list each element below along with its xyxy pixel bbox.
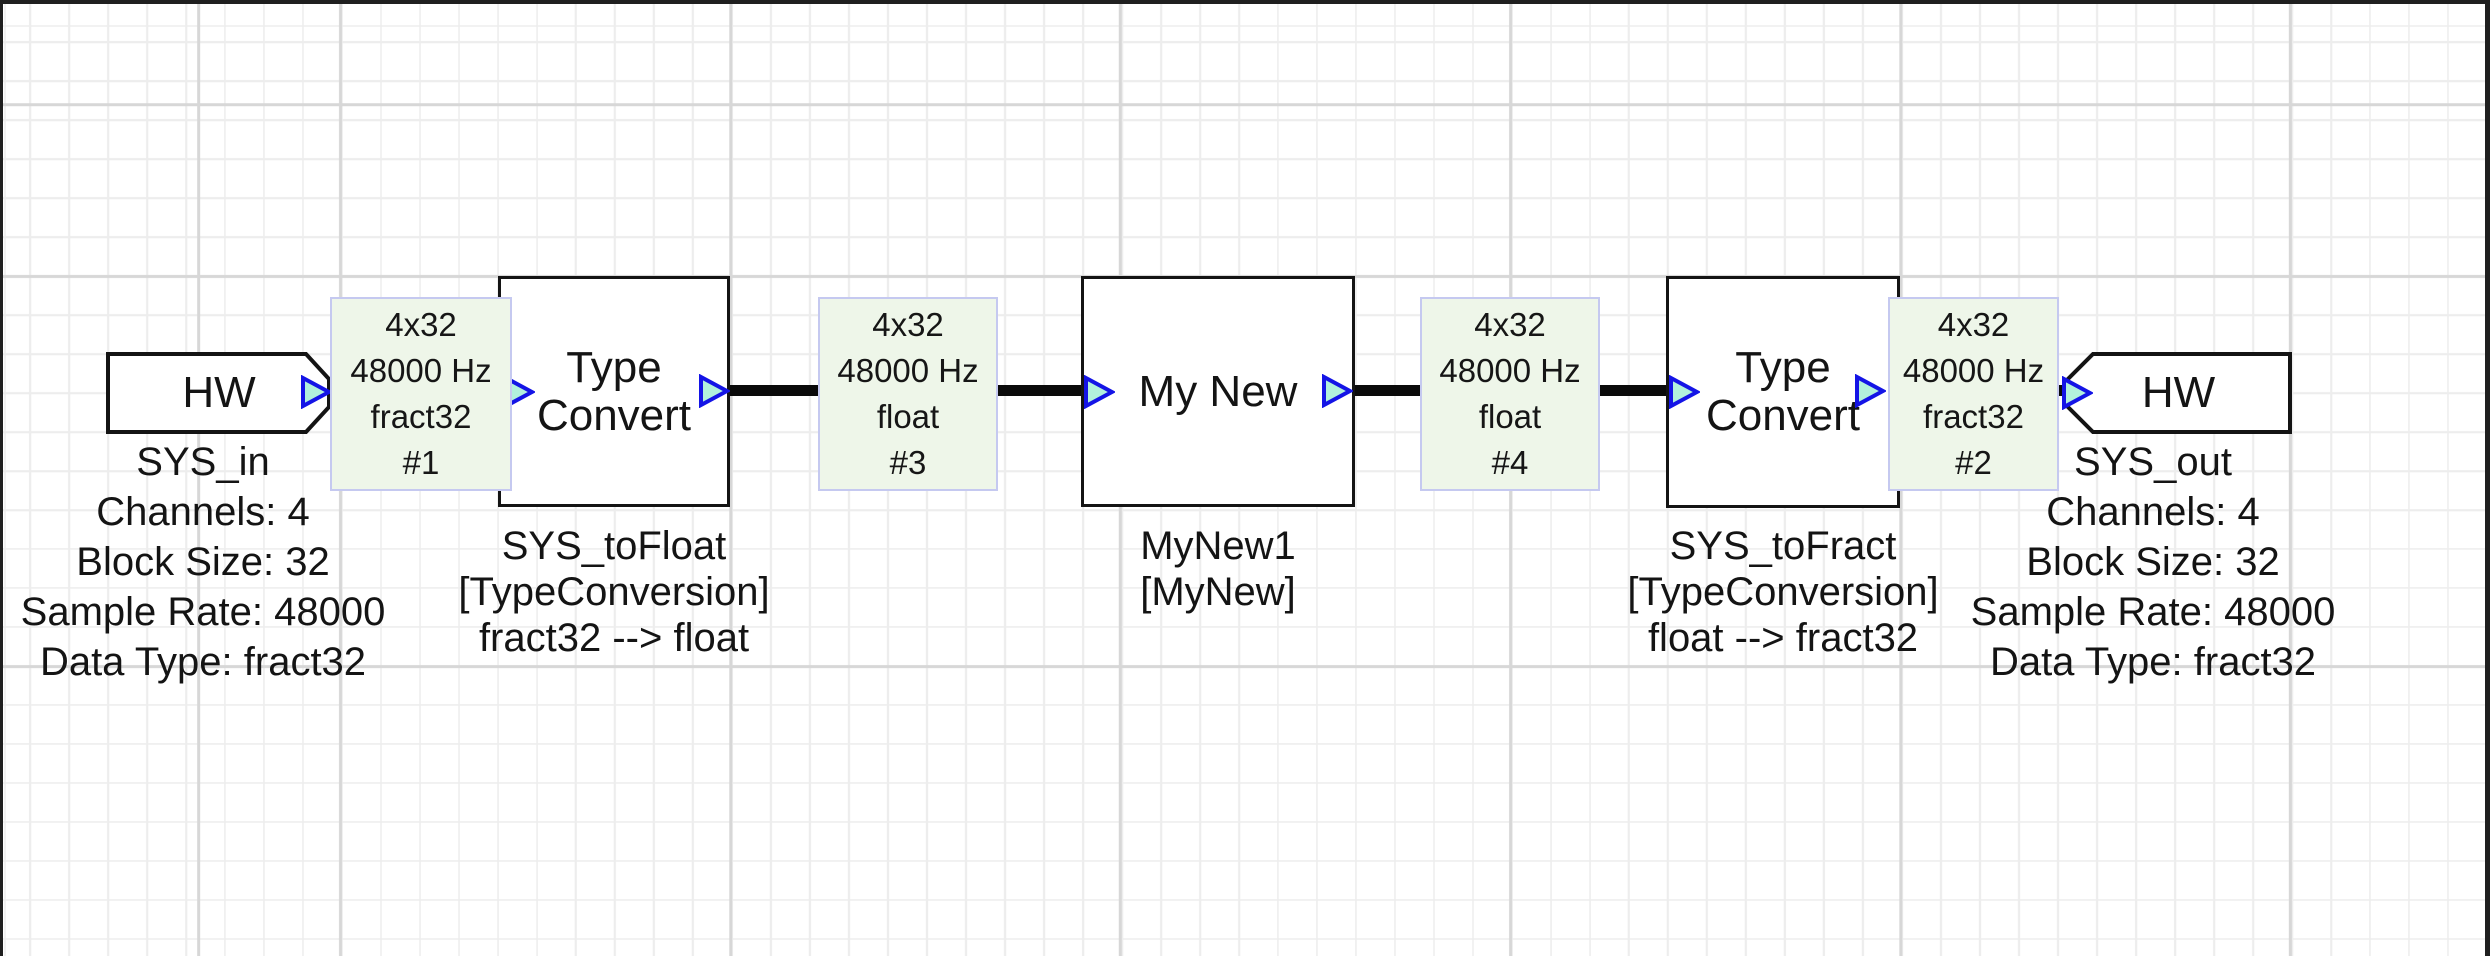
node-class: [TypeConversion] [458, 570, 770, 614]
hw-input-arrow-shape [106, 352, 331, 434]
node-name: SYS_out [2074, 440, 2232, 484]
caption-sys-out: SYS_out Channels: 4 Block Size: 32 Sampl… [1888, 437, 2418, 687]
wire-label-line: 4x32 [1937, 306, 2010, 343]
node-class: [TypeConversion] [1627, 570, 1939, 614]
node-property: Channels: 4 [96, 490, 310, 534]
node-conversion: fract32 --> float [478, 616, 750, 660]
block-label: My New [1138, 366, 1298, 416]
wire-label-line: fract32 [370, 398, 472, 435]
block-sys-tofloat[interactable]: Type Convert [498, 276, 730, 507]
wire-label-line: 4x32 [385, 306, 457, 343]
wire-label-line: #4 [1491, 444, 1529, 481]
caption-sys-tofract: SYS_toFract [TypeConversion] float --> f… [1583, 523, 1983, 661]
wire-label-line: 48000 Hz [837, 352, 979, 389]
pin-tofract-output-icon[interactable] [1854, 374, 1886, 408]
block-label-line: Type [1735, 343, 1831, 392]
node-property: Block Size: 32 [2026, 540, 2280, 584]
node-name: SYS_toFract [1669, 524, 1897, 568]
wire-label-line: 48000 Hz [350, 352, 492, 389]
node-conversion: float --> fract32 [1647, 616, 1919, 660]
block-label: HW [2141, 368, 2216, 417]
node-property: Block Size: 32 [76, 540, 330, 584]
wire-label-3[interactable]: 4x32 48000 Hz float #3 [818, 297, 998, 491]
wire-label-line: float [1478, 398, 1542, 435]
block-mynew[interactable]: My New [1081, 276, 1355, 507]
node-name: MyNew1 [1140, 524, 1296, 568]
pin-mynew-output-icon[interactable] [1321, 374, 1353, 408]
wire-label-line: #1 [402, 444, 440, 481]
node-class: [MyNew] [1140, 570, 1296, 614]
node-property: Sample Rate: 48000 [20, 590, 386, 634]
wire-label-line: 48000 Hz [1902, 352, 2045, 389]
node-property: Sample Rate: 48000 [1970, 590, 2336, 634]
wire-label-line: #2 [1955, 444, 1992, 481]
wire-label-4[interactable]: 4x32 48000 Hz float #4 [1420, 297, 1600, 491]
wire-label-line: #3 [889, 444, 927, 481]
block-sys-out[interactable]: HW [2064, 352, 2293, 434]
caption-mynew: MyNew1 [MyNew] [1018, 523, 1418, 615]
node-property: Data Type: fract32 [39, 640, 367, 684]
wire-label-line: fract32 [1923, 398, 2024, 435]
block-label-line: Type [566, 342, 662, 392]
block-sys-in[interactable]: HW [106, 352, 332, 434]
pin-mynew-input-icon[interactable] [1083, 375, 1115, 409]
node-property: Data Type: fract32 [1989, 640, 2317, 684]
block-label-line: Convert [536, 390, 692, 440]
wire-label-1[interactable]: 4x32 48000 Hz fract32 #1 [330, 297, 512, 491]
wire-label-2[interactable]: 4x32 48000 Hz fract32 #2 [1888, 297, 2059, 491]
wire-label-line: 48000 Hz [1439, 352, 1581, 389]
caption-sys-tofloat: SYS_toFloat [TypeConversion] fract32 -->… [414, 523, 814, 661]
pin-tofract-input-icon[interactable] [1668, 375, 1700, 409]
node-property: Channels: 4 [2046, 490, 2260, 534]
caption-sys-in: SYS_in Channels: 4 Block Size: 32 Sample… [3, 437, 468, 687]
wire-label-line: float [876, 398, 940, 435]
wire-label-line: 4x32 [872, 306, 944, 343]
node-name: SYS_in [136, 440, 270, 484]
node-name: SYS_toFloat [501, 524, 727, 568]
block-label: HW [182, 368, 256, 417]
wire-label-line: 4x32 [1474, 306, 1546, 343]
pin-tofloat-output-icon[interactable] [698, 374, 730, 408]
block-sys-tofract[interactable]: Type Convert [1666, 276, 1900, 508]
block-label-line: Convert [1705, 391, 1861, 440]
pin-sysout-input-icon[interactable] [2061, 376, 2093, 410]
pin-sysin-output-icon[interactable] [300, 375, 332, 409]
